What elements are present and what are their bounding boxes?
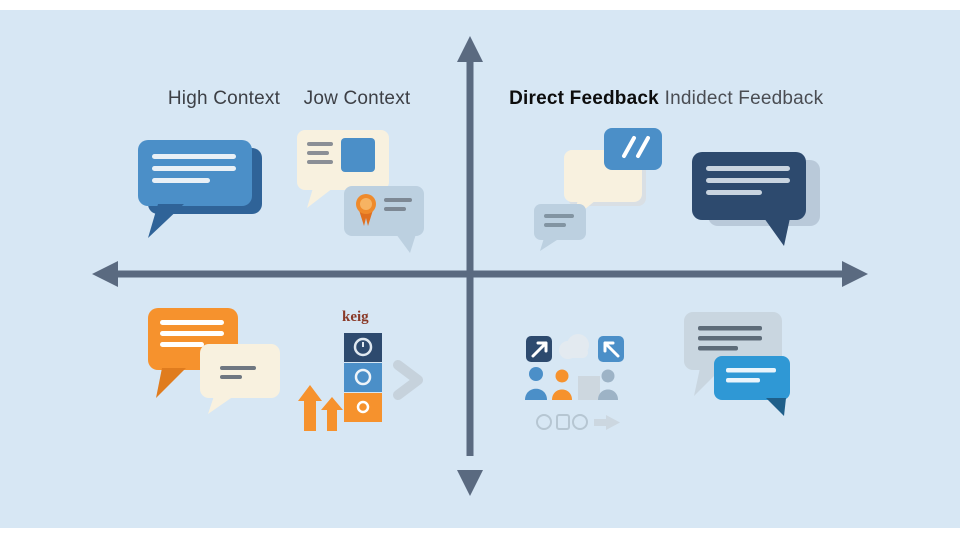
- text-lines: [706, 166, 790, 195]
- blue-slashes-bubble-icon: [604, 128, 662, 170]
- cream-speech-bubble-icon: [200, 344, 280, 414]
- text-lines: [152, 154, 236, 183]
- label-indirect-feedback: Indidect Feedback: [664, 88, 824, 109]
- chevron-right-icon: [393, 360, 423, 400]
- x-axis-arrow-left-icon: [92, 261, 118, 287]
- bottom-frame-bar: [0, 528, 960, 540]
- blue-square-icon: [341, 138, 375, 172]
- label-high-context: High Context: [167, 88, 281, 109]
- x-axis-arrow-right-icon: [842, 261, 868, 287]
- text-lines: [384, 198, 412, 211]
- badge-bubble-icon: [340, 182, 435, 257]
- small-gray-bubble-icon: [534, 204, 586, 251]
- y-axis-arrow-down-icon: [457, 470, 483, 496]
- bright-blue-speech-bubble-icon: [714, 356, 790, 416]
- priority-stack-icon: [344, 333, 382, 422]
- cloud-icon: [559, 334, 589, 359]
- gray-speech-bubble-icon: [684, 312, 782, 396]
- y-axis-arrow-up-icon: [457, 36, 483, 62]
- award-ribbon-icon: [356, 194, 376, 226]
- arrow-tile-icon: [526, 336, 552, 362]
- garbled-caption-marks: [536, 414, 588, 430]
- orange-cream-bubbles: [144, 304, 289, 416]
- stack-label: keig: [342, 309, 369, 325]
- priority-stack-group: keig: [290, 305, 435, 440]
- top-frame-bar: [0, 0, 960, 10]
- people-icons: [525, 367, 618, 400]
- people-diagram: [520, 328, 645, 438]
- y-axis: [466, 58, 474, 456]
- x-axis: [114, 270, 846, 278]
- label-direct-feedback: Direct Feedback: [509, 88, 659, 109]
- up-arrows-icon: [298, 385, 343, 431]
- arrow-tile-blue-icon: [598, 336, 624, 362]
- cream-chart-bubble-icon: [293, 126, 398, 211]
- navy-speech-bubble-icon: [686, 146, 826, 251]
- label-low-context: Jow Context: [303, 88, 411, 109]
- indirect-feedback-bubbles: [678, 306, 808, 421]
- text-lines: [307, 142, 333, 164]
- direct-feedback-bubbles: [528, 124, 668, 254]
- small-right-arrow-icon: [594, 415, 620, 430]
- blue-speech-bubble-icon: [132, 136, 277, 248]
